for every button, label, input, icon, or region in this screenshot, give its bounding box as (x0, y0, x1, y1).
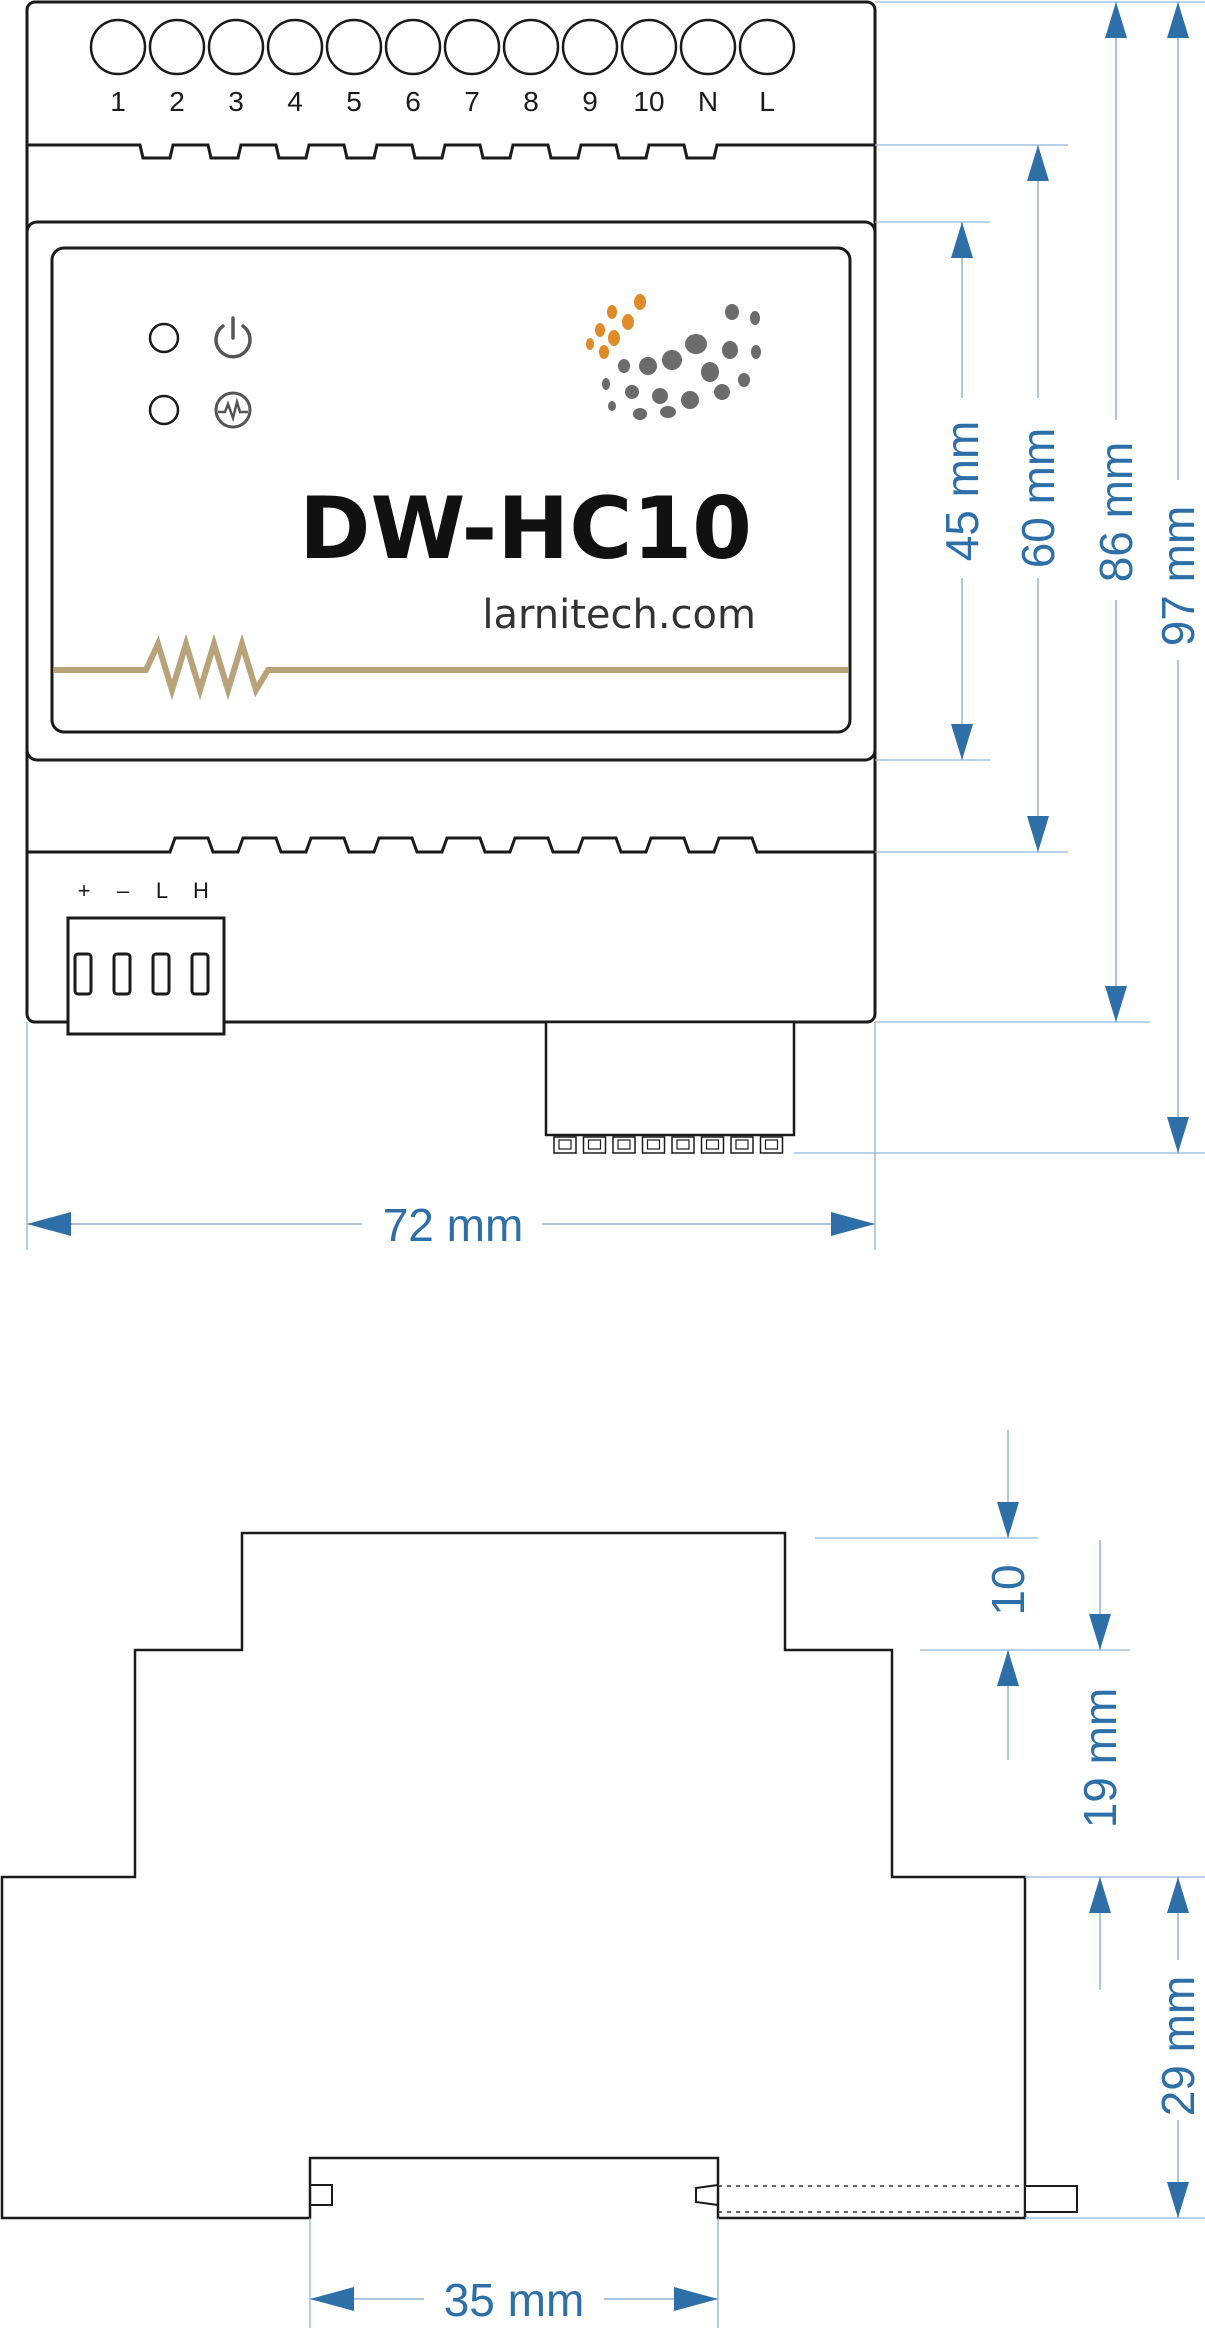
side-view (0, 1531, 1078, 2220)
bottom-band-divider (27, 836, 875, 854)
terminal-label-8: 8 (523, 86, 539, 117)
dim-label-45: 45 mm (936, 421, 988, 562)
terminal-label-10: 10 (633, 86, 664, 117)
connector-pin-slot (676, 1139, 690, 1150)
terminal-screw-8 (502, 18, 560, 76)
heater-trace (54, 633, 848, 701)
power-icon (214, 316, 252, 359)
dim-label-86: 86 mm (1090, 442, 1142, 583)
top-band-divider (27, 143, 875, 160)
connector-pin-slot (764, 1139, 779, 1150)
terminal-label-5: 5 (346, 86, 362, 117)
connector-pin-slot (617, 1139, 631, 1150)
terminal-label-2: 2 (169, 86, 185, 117)
terminal-screw-1 (89, 18, 147, 76)
terminal-screw-2 (148, 18, 206, 76)
terminal-screw-10 (620, 18, 678, 76)
terminal-screw-N (679, 18, 737, 76)
bus-label-0: + (78, 878, 91, 903)
terminal-screw-4 (266, 18, 324, 76)
terminal-screw-9 (561, 18, 619, 76)
connector-pin-slot (705, 1139, 720, 1150)
dimension-labels: 45 mm 60 mm 86 mm 97 mm 72 mm 10 19 mm 2… (362, 398, 1204, 2328)
side-profile-outline (0, 1531, 1027, 2220)
connector-pin-slot (587, 1139, 602, 1150)
terminal-screw-5 (325, 18, 383, 76)
terminal-label-4: 4 (287, 86, 303, 117)
terminal-label-L: L (759, 86, 775, 117)
bus-pin-3 (190, 952, 210, 996)
bus-label-3: H (193, 878, 209, 903)
power-led (148, 322, 180, 354)
dim-label-19: 19 mm (1074, 1688, 1126, 1829)
terminal-label-3: 3 (228, 86, 244, 117)
activity-led (148, 394, 180, 426)
dim-label-97: 97 mm (1152, 506, 1204, 647)
rail-clip-left (310, 2184, 333, 2206)
terminal-label-6: 6 (405, 86, 421, 117)
bottom-connector (544, 1020, 796, 1154)
connector-pin-slot (735, 1139, 749, 1150)
website-label: larnitech.com (482, 592, 756, 638)
terminal-screw-6 (384, 18, 442, 76)
terminal-screw-3 (207, 18, 265, 76)
connector-pin-slot (558, 1139, 572, 1150)
bus-pin-2 (151, 952, 171, 996)
dim-label-60: 60 mm (1012, 428, 1064, 569)
dim-label-29: 29 mm (1152, 1976, 1204, 2117)
terminal-label-N: N (698, 86, 718, 117)
dim-label-10: 10 (982, 1564, 1034, 1615)
bus-label-2: L (156, 878, 168, 903)
dim-label-35: 35 mm (444, 2274, 585, 2326)
model-label: DW-HC10 (299, 479, 752, 579)
dim-label-72: 72 mm (383, 1199, 524, 1251)
activity-icon (214, 391, 252, 429)
terminal-label-1: 1 (110, 86, 126, 117)
terminal-screw-L (738, 18, 796, 76)
connector-pin-slot (646, 1139, 661, 1150)
front-view: 1 2 3 4 5 6 7 8 9 10 N L (25, 0, 877, 1154)
terminal-label-7: 7 (464, 86, 480, 117)
side-connector-pin (1024, 2185, 1078, 2213)
terminal-label-9: 9 (582, 86, 598, 117)
bus-pin-0 (73, 952, 93, 996)
terminal-screw-7 (443, 18, 501, 76)
top-terminal-block: 1 2 3 4 5 6 7 8 9 10 N L (89, 18, 796, 117)
bus-label-1: – (117, 878, 130, 903)
larnitech-logo (586, 294, 761, 420)
rail-clip-right (695, 2184, 719, 2206)
bus-pin-1 (112, 952, 132, 996)
